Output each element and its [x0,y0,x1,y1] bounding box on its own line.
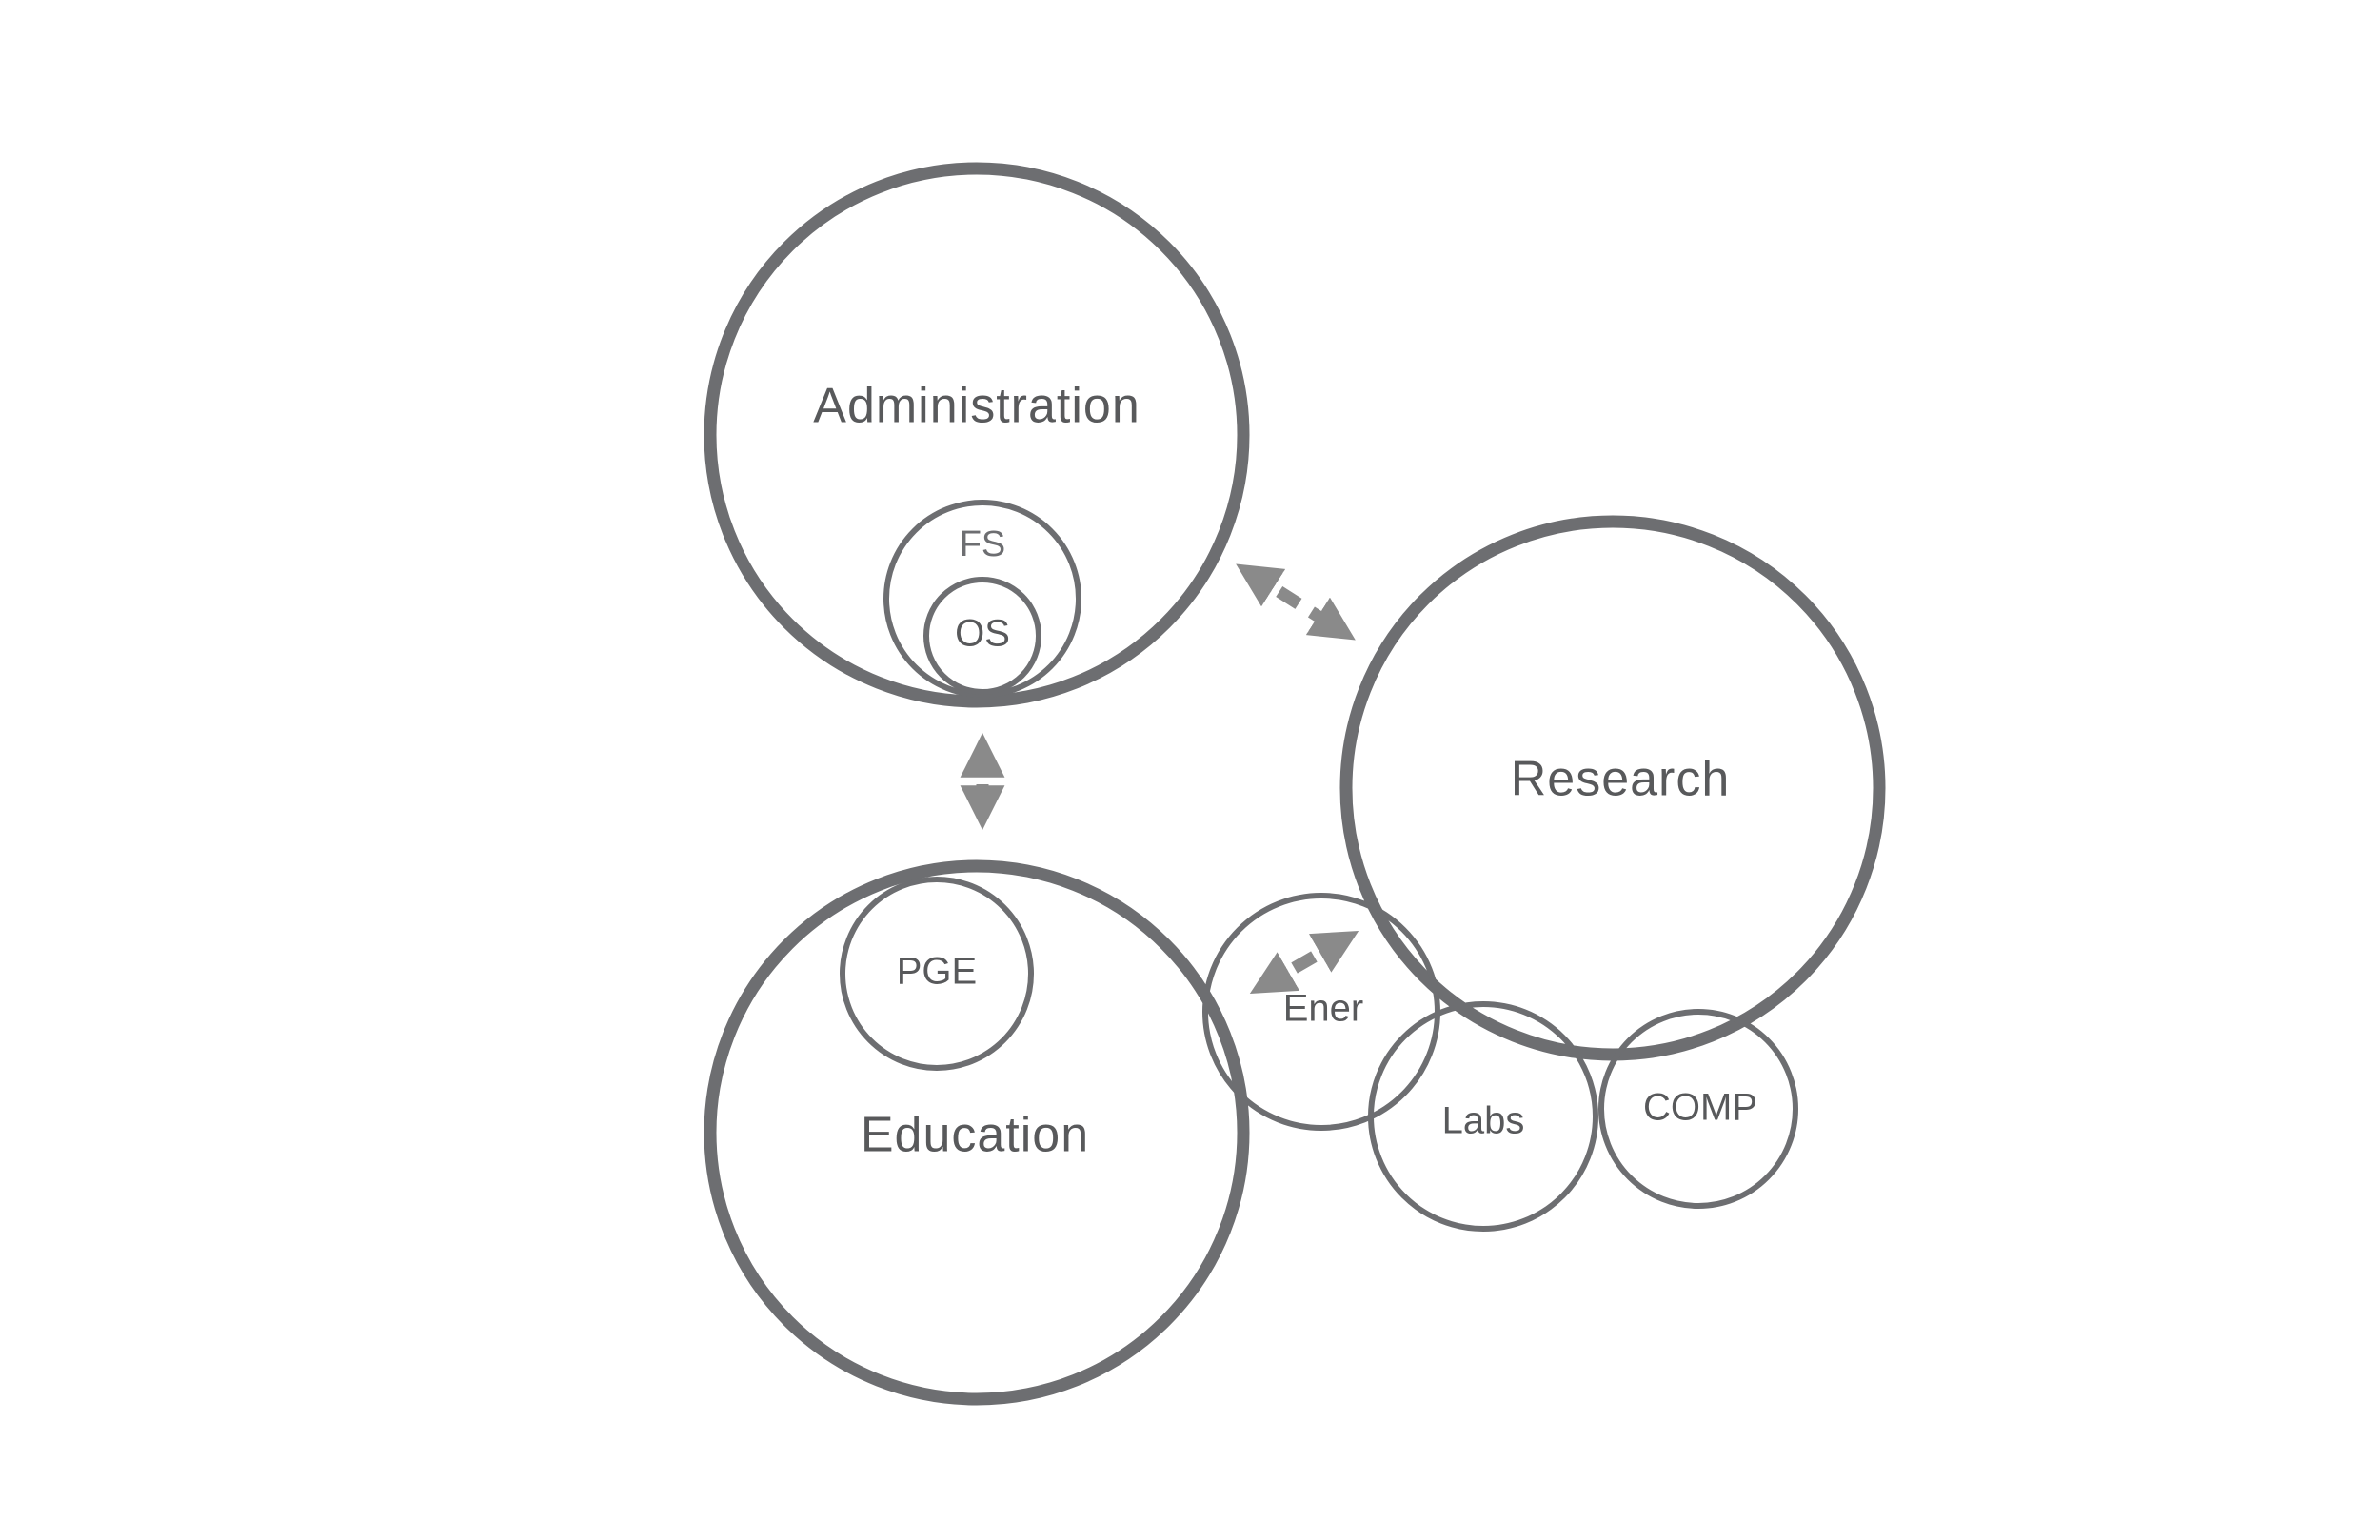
research-circle [1339,515,1886,1061]
arrow-administration-research [1236,563,1356,641]
comp-label: COMP [1643,1087,1757,1129]
research-label: Research [1511,752,1731,807]
arrow-research-ener [1249,930,1359,995]
administration-label: Administration [813,379,1140,434]
labs-circle [1368,1001,1598,1232]
pge-circle [840,877,1034,1071]
comp-circle [1598,1009,1798,1209]
os-circle [923,577,1041,695]
fs-label: FS [960,524,1006,564]
os-label: OS [955,613,1010,655]
labs-label: Labs [1442,1100,1525,1142]
education-label: Education [861,1108,1089,1163]
education-circle [704,859,1250,1406]
ener-label: Ener [1283,988,1364,1030]
administration-circle [704,162,1250,708]
pge-label: PGE [897,951,977,993]
